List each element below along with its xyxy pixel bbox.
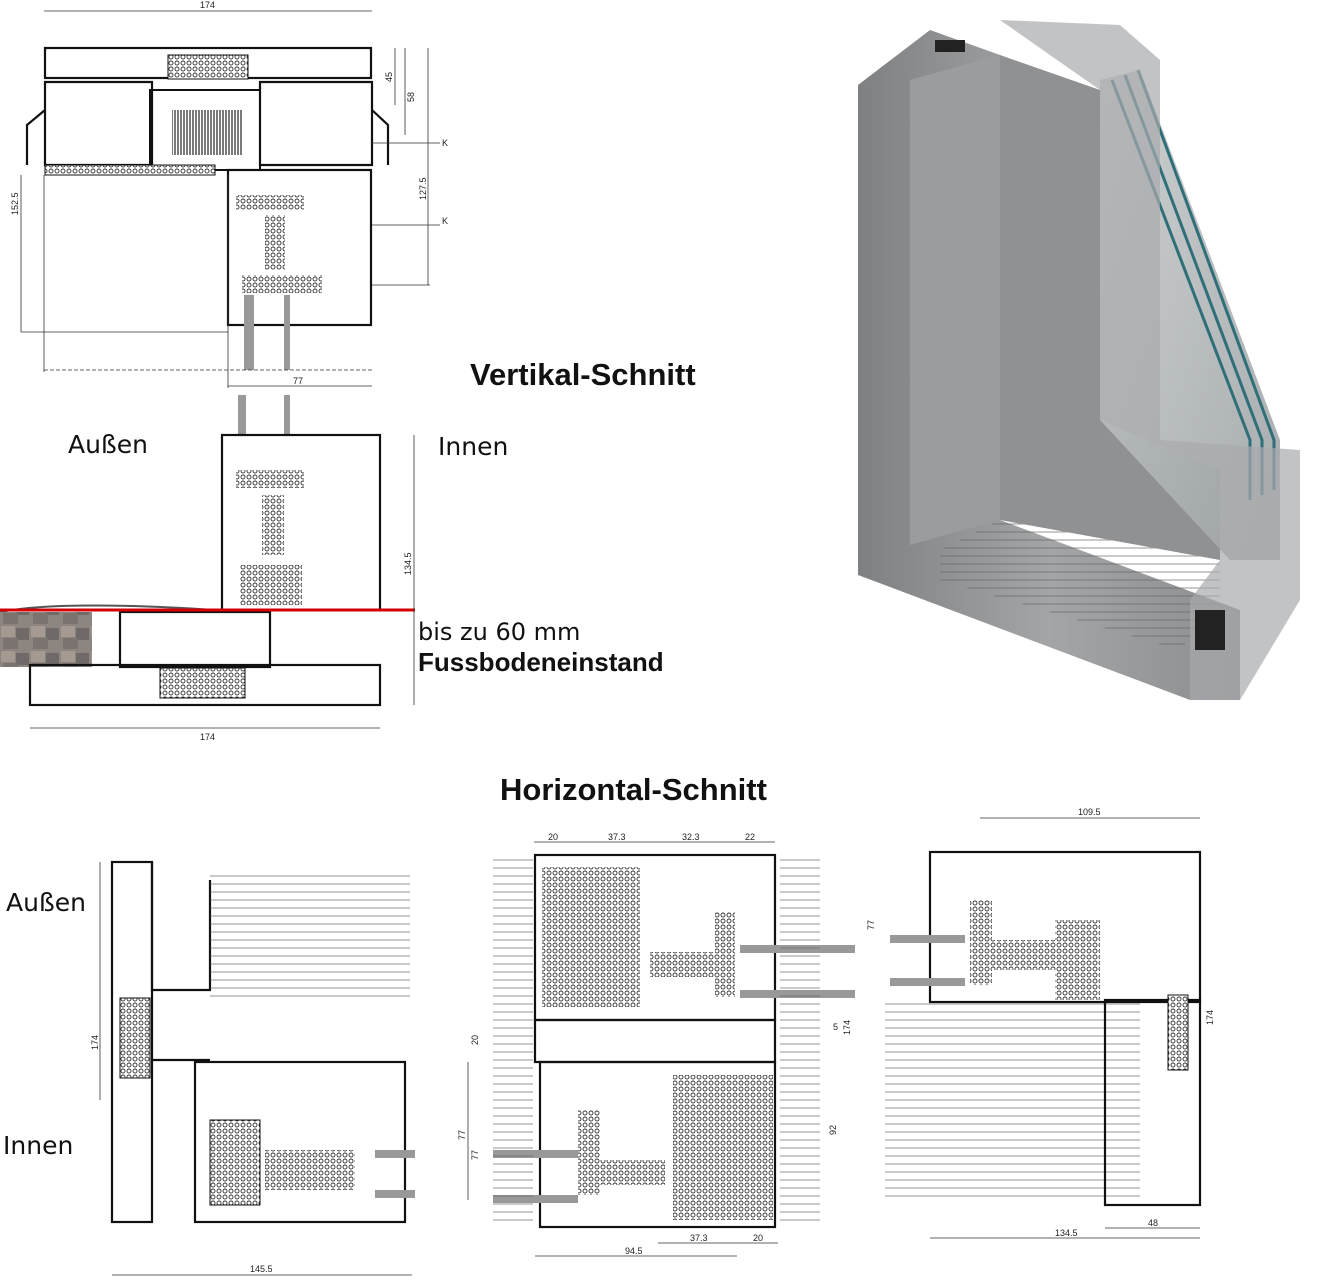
horizontal-outside-label: Außen (6, 888, 86, 917)
dim-mid-bottom-1: 37.3 (690, 1233, 708, 1243)
dim-head-127-5: 127.5 (418, 177, 428, 200)
vertical-inside-label: Innen (438, 432, 509, 461)
dim-sill-height: 134.5 (403, 552, 413, 575)
vertical-section-head-drawing: 174 152.5 127.5 45 58 K K 77 (10, 0, 448, 388)
dim-head-k1: K (442, 138, 448, 148)
horizontal-section-right-drawing: 109.5 134.5 48 77 174 (866, 807, 1215, 1239)
dim-head-77: 77 (293, 376, 303, 386)
dim-right-height: 174 (1205, 1010, 1215, 1025)
floor-note-line2: Fussbodeneinstand (418, 647, 664, 677)
dim-head-152-5: 152.5 (10, 192, 20, 215)
dim-mid-top-3: 32.3 (682, 832, 700, 842)
dim-head-k2: K (442, 216, 448, 226)
dim-right-sash: 77 (866, 920, 876, 930)
dim-mid-width: 94.5 (625, 1246, 643, 1256)
dim-left-width: 145.5 (250, 1264, 273, 1274)
dim-mid-height: 174 (842, 1020, 852, 1035)
dim-mid-top-4: 22 (745, 832, 755, 842)
window-profile-3d-render (858, 20, 1300, 700)
vertical-section-title: Vertikal-Schnitt (470, 357, 696, 392)
dim-right-width: 134.5 (1055, 1228, 1078, 1238)
dim-mid-top-2: 37.3 (608, 832, 626, 842)
dim-right-top: 109.5 (1078, 807, 1101, 817)
dim-head-width: 174 (200, 0, 215, 10)
dim-mid-gap: 5 (833, 1022, 838, 1032)
dim-mid-bottom-2: 20 (753, 1233, 763, 1243)
horizontal-section-title: Horizontal-Schnitt (500, 772, 767, 807)
dim-left-height: 174 (90, 1035, 100, 1050)
dim-mid-inner: 92 (828, 1125, 838, 1135)
dim-sill-width: 174 (200, 732, 215, 742)
horizontal-section-middle-drawing: 20 37.3 32.3 22 94.5 37.3 20 20 77 5 174… (470, 832, 855, 1257)
dim-mid-overlap: 20 (470, 1035, 480, 1045)
vertical-section-sill-drawing: 174 134.5 (0, 395, 415, 742)
vertical-outside-label: Außen (68, 430, 148, 459)
dim-head-58: 58 (406, 92, 416, 102)
horizontal-section-left-drawing: 145.5 174 77 (90, 860, 469, 1276)
dim-left-sash: 77 (457, 1130, 467, 1140)
floor-stone-texture (0, 612, 92, 667)
dim-right-offset: 48 (1148, 1218, 1158, 1228)
dim-mid-sash: 77 (470, 1150, 480, 1160)
dim-head-45: 45 (384, 72, 394, 82)
floor-note-line1: bis zu 60 mm (418, 618, 581, 646)
horizontal-inside-label: Innen (3, 1131, 74, 1160)
dim-mid-top-1: 20 (548, 832, 558, 842)
